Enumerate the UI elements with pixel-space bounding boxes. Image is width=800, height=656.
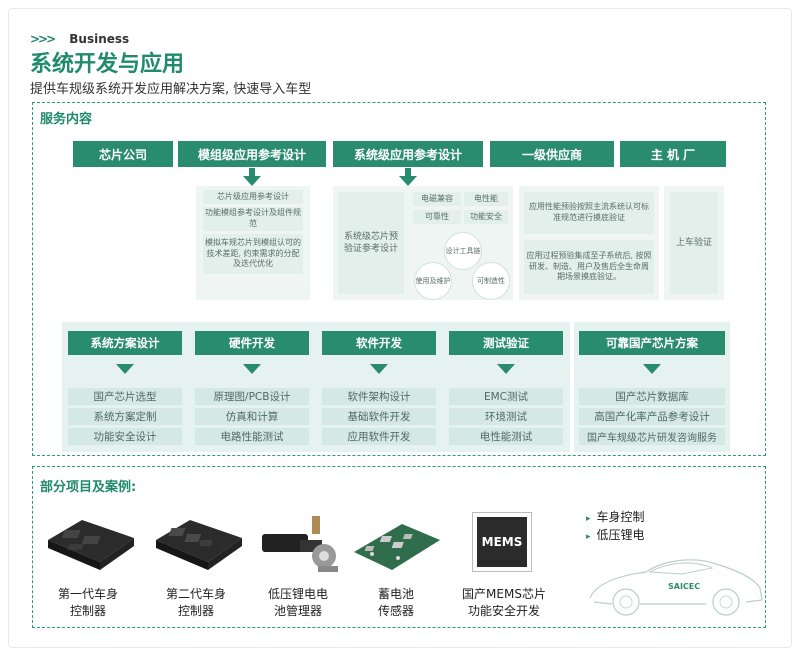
legend-item: ▸ 车身控制 <box>586 508 645 525</box>
arrow-down-icon <box>243 176 261 186</box>
case-label-bms: 低压锂电电 池管理器 <box>250 586 346 620</box>
dev-col-title: 系统方案设计 <box>68 331 182 355</box>
case-label-battery-sensor: 蓄电池 传感器 <box>348 586 444 620</box>
services-section <box>32 102 766 456</box>
case-label-line: 第一代车身 <box>57 587 118 601</box>
module-item: 功能模组参考设计及组件规范 <box>203 207 303 231</box>
case-label-mems: 国产MEMS芯片 功能安全开发 <box>448 586 560 620</box>
case-label-line: 低压锂电电 <box>267 587 328 601</box>
dev-item: 电性能测试 <box>449 428 563 445</box>
system-circle: 使用及维护 <box>414 262 452 300</box>
tier1-item: 应用性能预验按照主流系统认可标准规范进行摸底验证 <box>524 192 654 234</box>
dev-item: 系统方案定制 <box>68 408 182 425</box>
band-oem: 主 机 厂 <box>620 141 726 167</box>
dev-col-title: 硬件开发 <box>195 331 309 355</box>
dev-item: 国产芯片选型 <box>68 388 182 405</box>
dev-item: 环境测试 <box>449 408 563 425</box>
reliable-item: 国产车规级芯片研发咨询服务 <box>579 428 725 445</box>
cases-section <box>32 466 766 628</box>
dev-item: EMC测试 <box>449 388 563 405</box>
band-module-design: 模组级应用参考设计 <box>178 141 326 167</box>
dev-col-title: 测试验证 <box>449 331 563 355</box>
car-brand-label: SAICEC <box>668 582 701 591</box>
case-label-line: 传感器 <box>377 603 414 618</box>
mems-chip-image: MEMS <box>472 512 532 572</box>
legend-text: 车身控制 <box>596 510 645 524</box>
page-title: 系统开发与应用 <box>30 52 185 77</box>
legend-text: 低压锂电 <box>596 528 645 542</box>
case-label-line: 蓄电池 <box>377 587 414 601</box>
arrow-down-icon <box>497 364 515 374</box>
dev-item: 原理图/PCB设计 <box>195 388 309 405</box>
system-tag: 电性能 <box>464 192 508 206</box>
dev-item: 功能安全设计 <box>68 428 182 445</box>
case-label-line: 池管理器 <box>273 603 322 618</box>
mems-chip-text: MEMS <box>477 517 527 567</box>
battery-sensor-image <box>354 524 440 570</box>
tier1-item: 应用过程预验集成至子系统后, 按照研发、制造、用户及售后全生命周期场景摸底验证。 <box>524 240 654 294</box>
oem-item: 上车验证 <box>670 192 718 294</box>
case-label-line: 控制器 <box>177 603 214 618</box>
bms-image <box>262 516 338 572</box>
case-label-line: 控制器 <box>69 603 106 618</box>
module-item: 芯片级应用参考设计 <box>203 190 303 204</box>
header-tag: >>> Business <box>30 28 129 47</box>
arrow-stem-module <box>249 168 255 176</box>
system-circle: 可制造性 <box>472 262 510 300</box>
system-circle: 设计工具链 <box>444 232 482 270</box>
case-label-gen2: 第二代车身 控制器 <box>148 586 244 620</box>
dev-item: 软件架构设计 <box>322 388 436 405</box>
chevron-icon: >>> <box>30 32 56 46</box>
band-chip-company: 芯片公司 <box>73 141 173 167</box>
system-tag: 电磁兼容 <box>413 192 461 206</box>
dev-item: 应用软件开发 <box>322 428 436 445</box>
triangle-icon: ▸ <box>586 532 591 542</box>
case-label-line: 功能安全开发 <box>467 603 540 618</box>
body-controller-gen1-image <box>48 520 134 570</box>
dev-item: 基础软件开发 <box>322 408 436 425</box>
arrow-down-icon <box>370 364 388 374</box>
system-tag: 功能安全 <box>464 210 508 224</box>
reliable-item: 国产芯片数据库 <box>579 388 725 405</box>
reliable-item: 高国产化率产品参考设计 <box>579 408 725 425</box>
band-tier1: 一级供应商 <box>490 141 614 167</box>
arrow-stem-system <box>405 168 411 176</box>
system-left-cell: 系统级芯片预验证参考设计 <box>338 192 404 294</box>
car-illustration <box>589 559 763 616</box>
dev-item: 电路性能测试 <box>195 428 309 445</box>
body-controller-gen2-image <box>156 520 242 570</box>
dev-item: 仿真和计算 <box>195 408 309 425</box>
dev-col-title: 软件开发 <box>322 331 436 355</box>
case-label-gen1: 第一代车身 控制器 <box>40 586 136 620</box>
arrow-down-icon <box>399 176 417 186</box>
case-label-line: 第二代车身 <box>165 587 226 601</box>
page-subtitle: 提供车规级系统开发应用解决方案, 快速导入车型 <box>30 82 312 97</box>
module-item: 模拟车规芯片到模组认可的技术差距, 约束需求的分配及迭代优化 <box>203 234 303 274</box>
legend-item: ▸ 低压锂电 <box>586 526 645 543</box>
arrow-down-icon <box>643 364 661 374</box>
cases-label: 部分项目及案例: <box>40 480 137 495</box>
reliable-title: 可靠国产芯片方案 <box>579 331 725 355</box>
band-system-design: 系统级应用参考设计 <box>333 141 483 167</box>
services-label: 服务内容 <box>40 112 93 127</box>
arrow-down-icon <box>243 364 261 374</box>
arrow-down-icon <box>116 364 134 374</box>
business-tag: Business <box>69 32 130 46</box>
triangle-icon: ▸ <box>586 514 591 524</box>
case-label-line: 国产MEMS芯片 <box>462 587 546 601</box>
system-tag: 可靠性 <box>413 210 461 224</box>
